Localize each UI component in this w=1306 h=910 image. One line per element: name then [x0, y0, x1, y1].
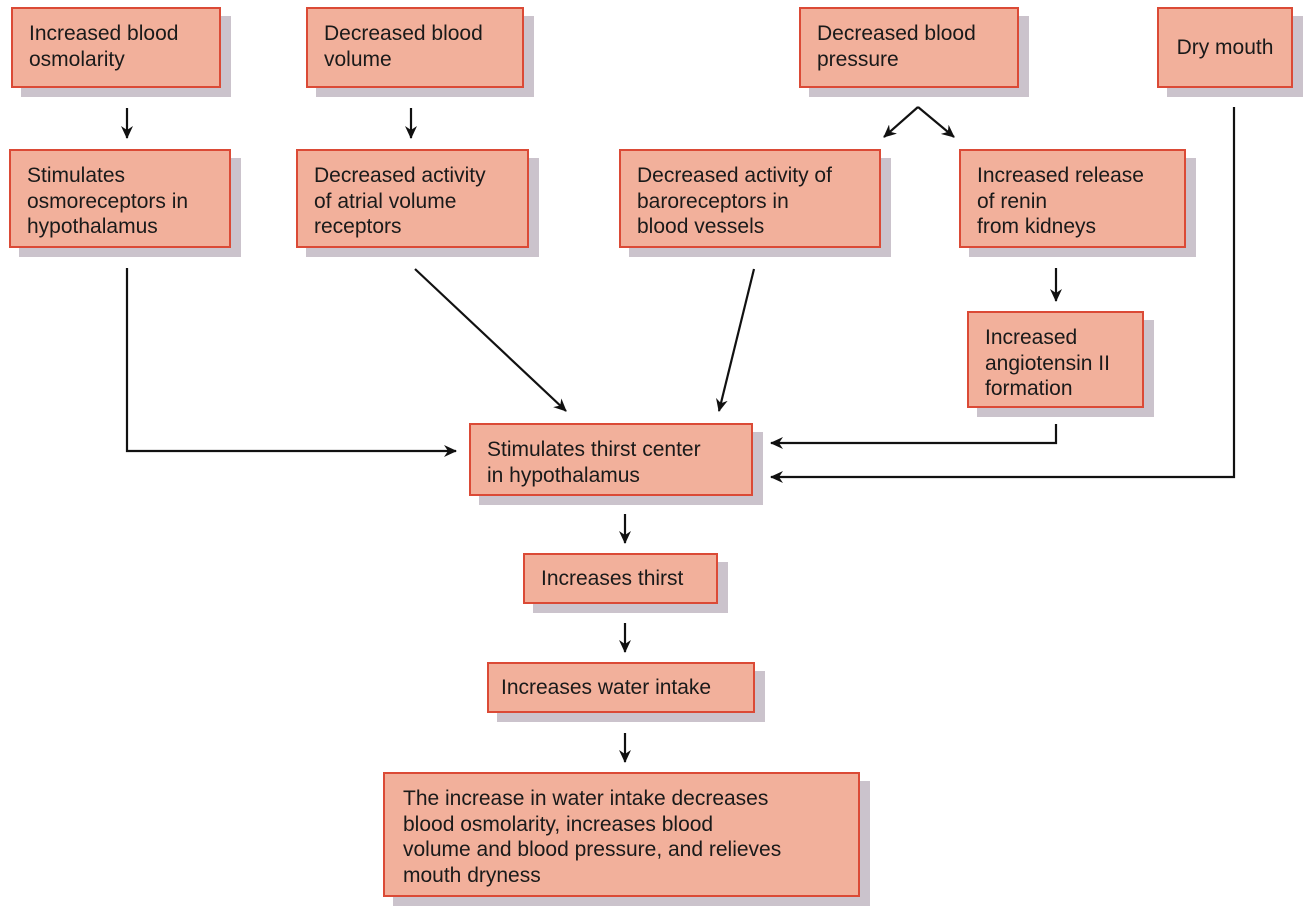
increased-renin-box: Increased release of renin from kidneys	[959, 149, 1186, 248]
arrow-osmoreceptors-to-thirst-center	[125, 268, 457, 457]
thirst-center-box: Stimulates thirst center in hypothalamus	[469, 423, 753, 496]
decreased-volume-box: Decreased blood volume	[306, 7, 524, 88]
increases-thirst-box: Increases thirst	[523, 553, 718, 604]
outcome-box: The increase in water intake decreases b…	[383, 772, 860, 897]
increases-water-intake-box: Increases water intake	[487, 662, 755, 713]
arrow-pressure-to-renin	[917, 106, 955, 138]
dry-mouth-box: Dry mouth	[1157, 7, 1293, 88]
increased-osmolarity-box: Increased blood osmolarity	[11, 7, 221, 88]
arrow-pressure-to-baroreceptors	[883, 106, 919, 138]
angiotensin-formation-box: Increased angiotensin II formation	[967, 311, 1144, 408]
decreased-atrial-receptors-box: Decreased activity of atrial volume rece…	[296, 149, 529, 248]
decreased-baroreceptors-box: Decreased activity of baroreceptors in b…	[619, 149, 881, 248]
arrow-dry-mouth-to-thirst-center	[770, 107, 1236, 483]
arrow-atrial-receptors-to-thirst-center	[414, 268, 567, 412]
arrow-angiotensin-to-thirst-center	[770, 424, 1058, 449]
decreased-pressure-box: Decreased blood pressure	[799, 7, 1019, 88]
arrow-baroreceptors-to-thirst-center	[716, 268, 756, 412]
stimulates-osmoreceptors-box: Stimulates osmoreceptors in hypothalamus	[9, 149, 231, 248]
